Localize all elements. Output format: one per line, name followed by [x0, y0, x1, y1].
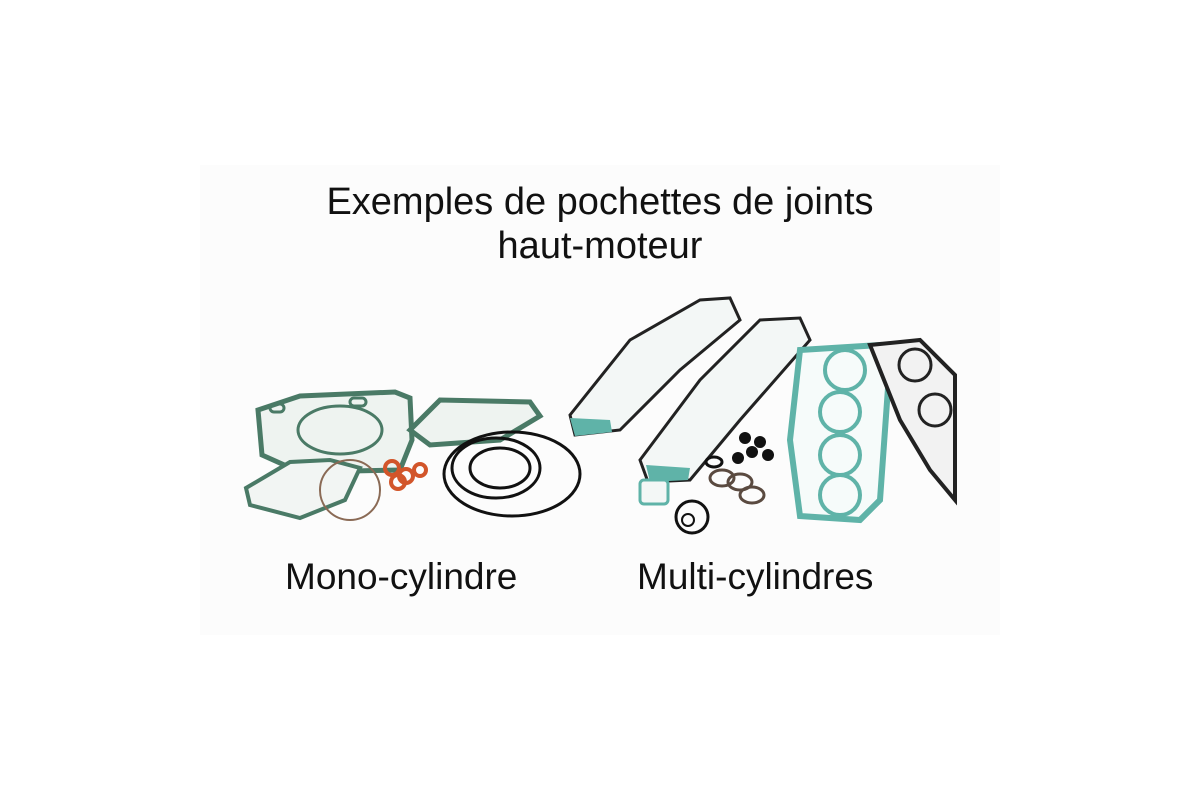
multi-cylinder-gasket-set-icon	[568, 296, 957, 535]
title-line-2: haut-moteur	[497, 225, 703, 267]
mono-cylinder-label: Mono-cylindre	[285, 556, 518, 597]
single-cylinder-gasket-set-icon	[243, 389, 582, 521]
page-title: Exemples de pochettes de joints haut-mot…	[0, 180, 1200, 268]
title-line-1: Exemples de pochettes de joints	[326, 181, 874, 223]
multi-cylinder-label: Multi-cylindres	[637, 556, 874, 597]
